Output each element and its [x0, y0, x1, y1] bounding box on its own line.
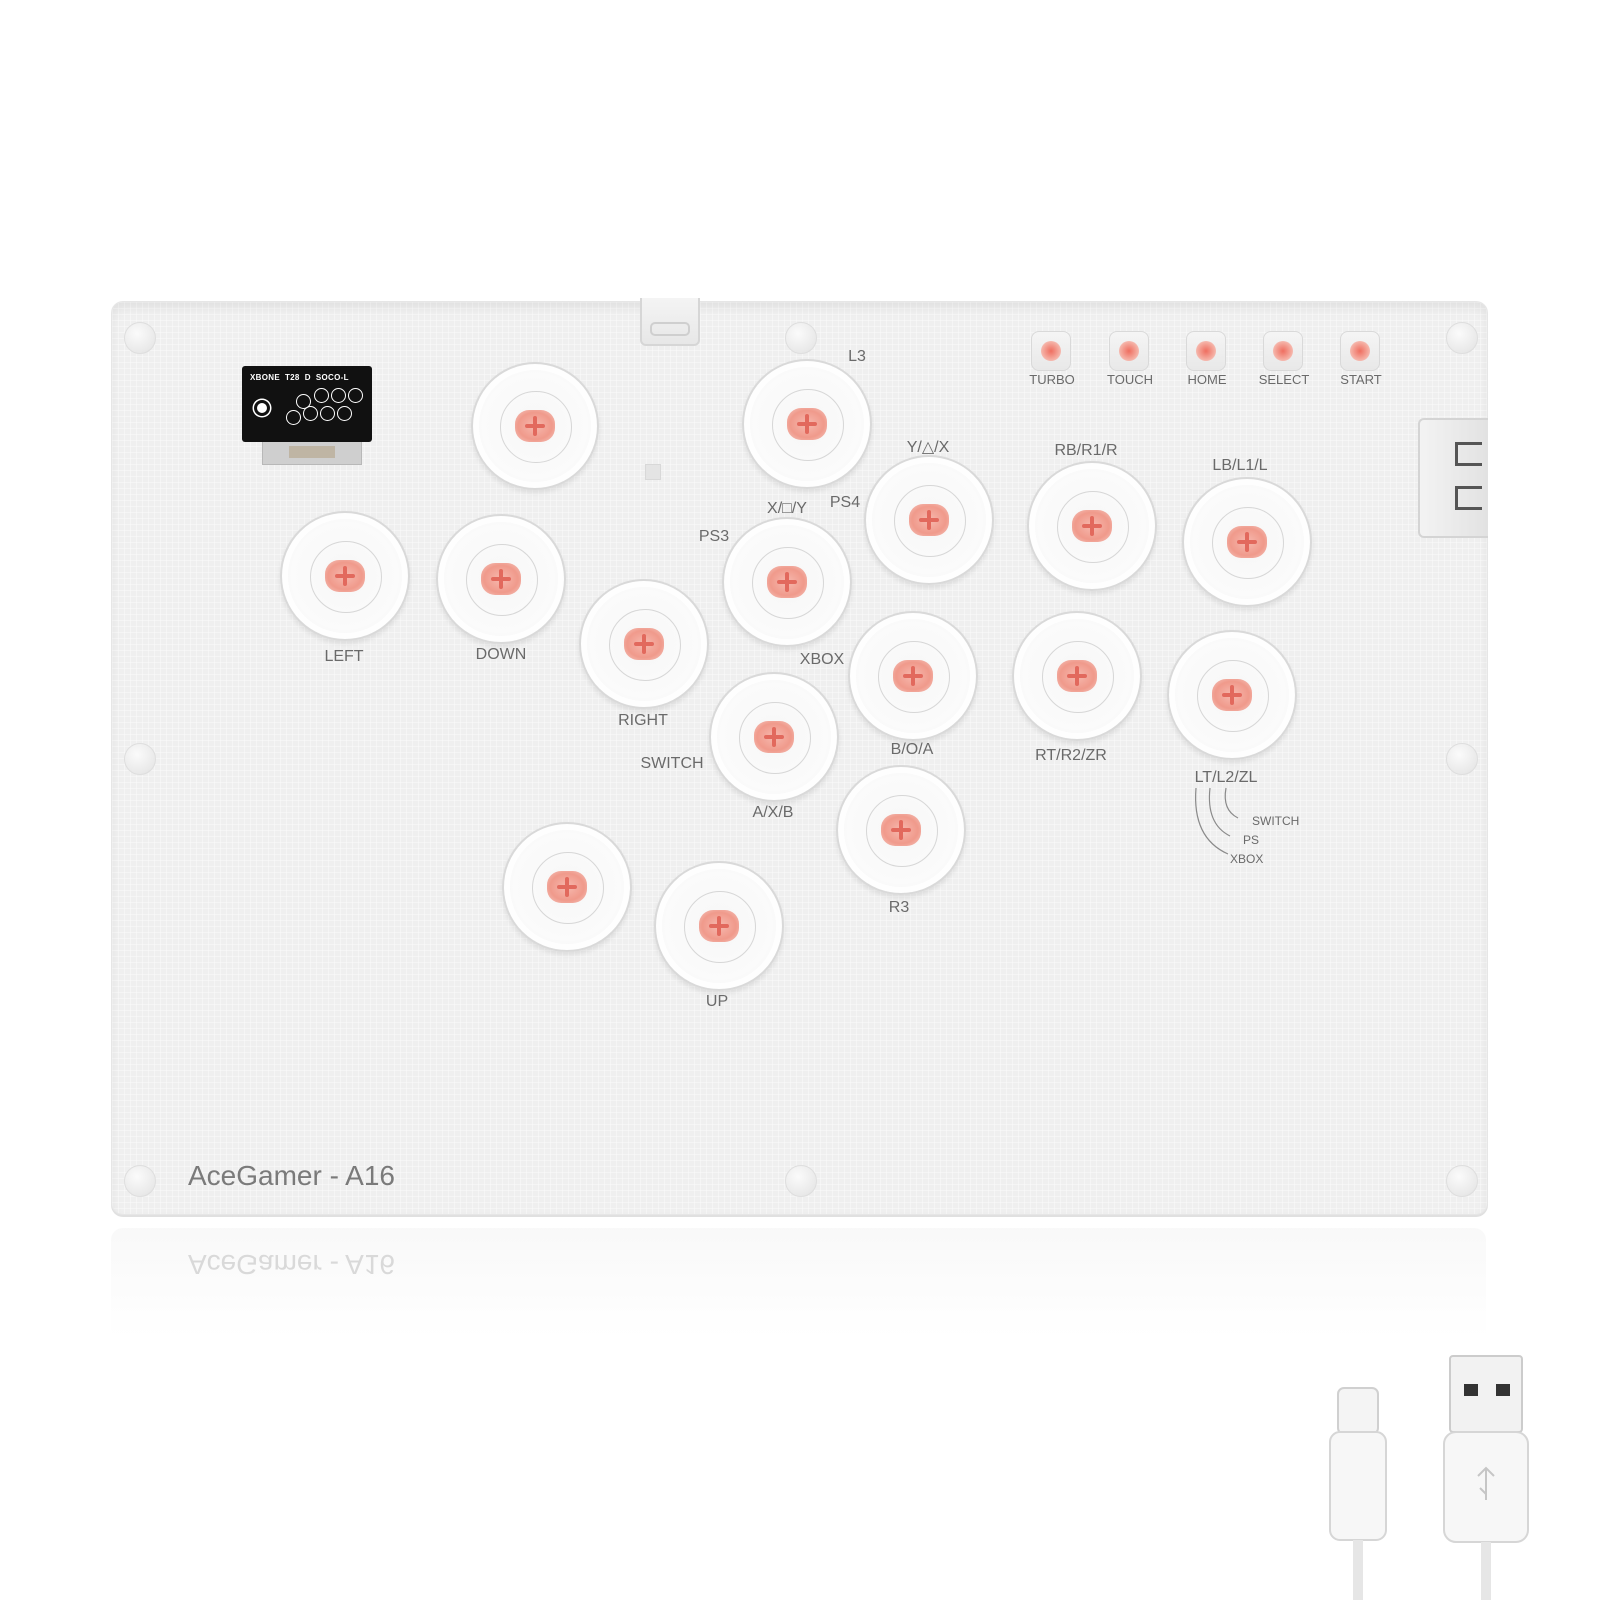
- ps3-label: PS3: [698, 528, 730, 545]
- arcade-button-x[interactable]: [722, 517, 852, 647]
- usb-cable-icon: [1329, 1355, 1529, 1600]
- arcade-button-up[interactable]: [654, 861, 784, 991]
- arcade-button-b[interactable]: [848, 611, 978, 741]
- oled-dot-icon: [337, 406, 352, 421]
- usb-c-port: [640, 298, 700, 346]
- r3-label: R3: [888, 899, 910, 916]
- start-label: START: [1340, 372, 1382, 387]
- oled-dot-icon: [331, 388, 346, 403]
- x-label: X/□/Y: [767, 500, 807, 517]
- xbox-label: XBOX: [799, 651, 845, 668]
- turbo-button[interactable]: [1031, 331, 1071, 371]
- right-label: RIGHT: [618, 712, 668, 729]
- l3-label: L3: [848, 348, 866, 365]
- oled-dot-icon: [348, 388, 363, 403]
- screw-icon: [124, 743, 156, 775]
- screw-icon: [785, 322, 817, 354]
- select-label: SELECT: [1258, 372, 1310, 387]
- lb-label: LB/L1/L: [1212, 457, 1268, 474]
- arcade-button-rb[interactable]: [1027, 461, 1157, 591]
- mode-switch-label: SWITCH: [1252, 814, 1300, 828]
- usb-a-port: [1418, 418, 1488, 538]
- board-reflection: [111, 1228, 1486, 1338]
- arcade-button-lt[interactable]: [1167, 630, 1297, 760]
- arcade-button-unlabeled-bottom[interactable]: [502, 822, 632, 952]
- brand-name: AceGamer - A16: [188, 1160, 395, 1191]
- touch-button[interactable]: [1109, 331, 1149, 371]
- screw-icon: [1446, 1165, 1478, 1197]
- arcade-button-left[interactable]: [280, 511, 410, 641]
- arcade-button-r3[interactable]: [836, 765, 966, 895]
- ps4-label: PS4: [829, 494, 861, 511]
- home-label: HOME: [1187, 372, 1227, 387]
- select-button[interactable]: [1263, 331, 1303, 371]
- start-button[interactable]: [1340, 331, 1380, 371]
- b-label: B/O/A: [890, 741, 934, 758]
- up-label: UP: [705, 993, 729, 1010]
- oled-dot-icon: [303, 406, 318, 421]
- screw-icon: [124, 322, 156, 354]
- down-label: DOWN: [475, 646, 527, 663]
- mode-ps-label: PS: [1243, 833, 1260, 847]
- rb-label: RB/R1/R: [1054, 442, 1118, 459]
- screw-icon: [1446, 743, 1478, 775]
- lt-label: LT/L2/ZL: [1194, 769, 1258, 786]
- rt-label: RT/R2/ZR: [1035, 747, 1107, 764]
- touch-label: TOUCH: [1107, 372, 1153, 387]
- oled-dot-icon: [254, 400, 270, 416]
- oled-display: XBONE T28 D SOCO-L: [242, 366, 372, 442]
- screw-icon: [124, 1165, 156, 1197]
- oled-dot-icon: [320, 406, 335, 421]
- arcade-button-a[interactable]: [709, 672, 839, 802]
- arcade-button-unlabeled-top[interactable]: [471, 362, 599, 490]
- arcade-button-y[interactable]: [864, 455, 994, 585]
- arcade-button-l3[interactable]: [742, 359, 872, 489]
- arcade-button-right[interactable]: [579, 579, 709, 709]
- y-label: Y/△/X: [906, 439, 950, 456]
- arcade-button-rt[interactable]: [1012, 611, 1142, 741]
- oled-ribbon: [262, 442, 362, 465]
- arcade-button-lb[interactable]: [1182, 477, 1312, 607]
- left-label: LEFT: [324, 648, 364, 665]
- arcade-button-down[interactable]: [436, 514, 566, 644]
- mode-legend-arcs: [1195, 787, 1239, 855]
- switch-label: SWITCH: [640, 755, 704, 772]
- sensor-marker: [645, 464, 661, 480]
- a-label: A/X/B: [752, 804, 794, 821]
- brand-reflection: AceGamer - A16: [188, 1249, 395, 1280]
- oled-dot-icon: [314, 388, 329, 403]
- oled-header: XBONE T28 D SOCO-L: [250, 373, 349, 382]
- screw-icon: [1446, 322, 1478, 354]
- oled-dot-icon: [286, 410, 301, 425]
- mode-xbox-label: XBOX: [1230, 852, 1264, 866]
- home-button[interactable]: [1186, 331, 1226, 371]
- turbo-label: TURBO: [1029, 372, 1075, 387]
- screw-icon: [785, 1165, 817, 1197]
